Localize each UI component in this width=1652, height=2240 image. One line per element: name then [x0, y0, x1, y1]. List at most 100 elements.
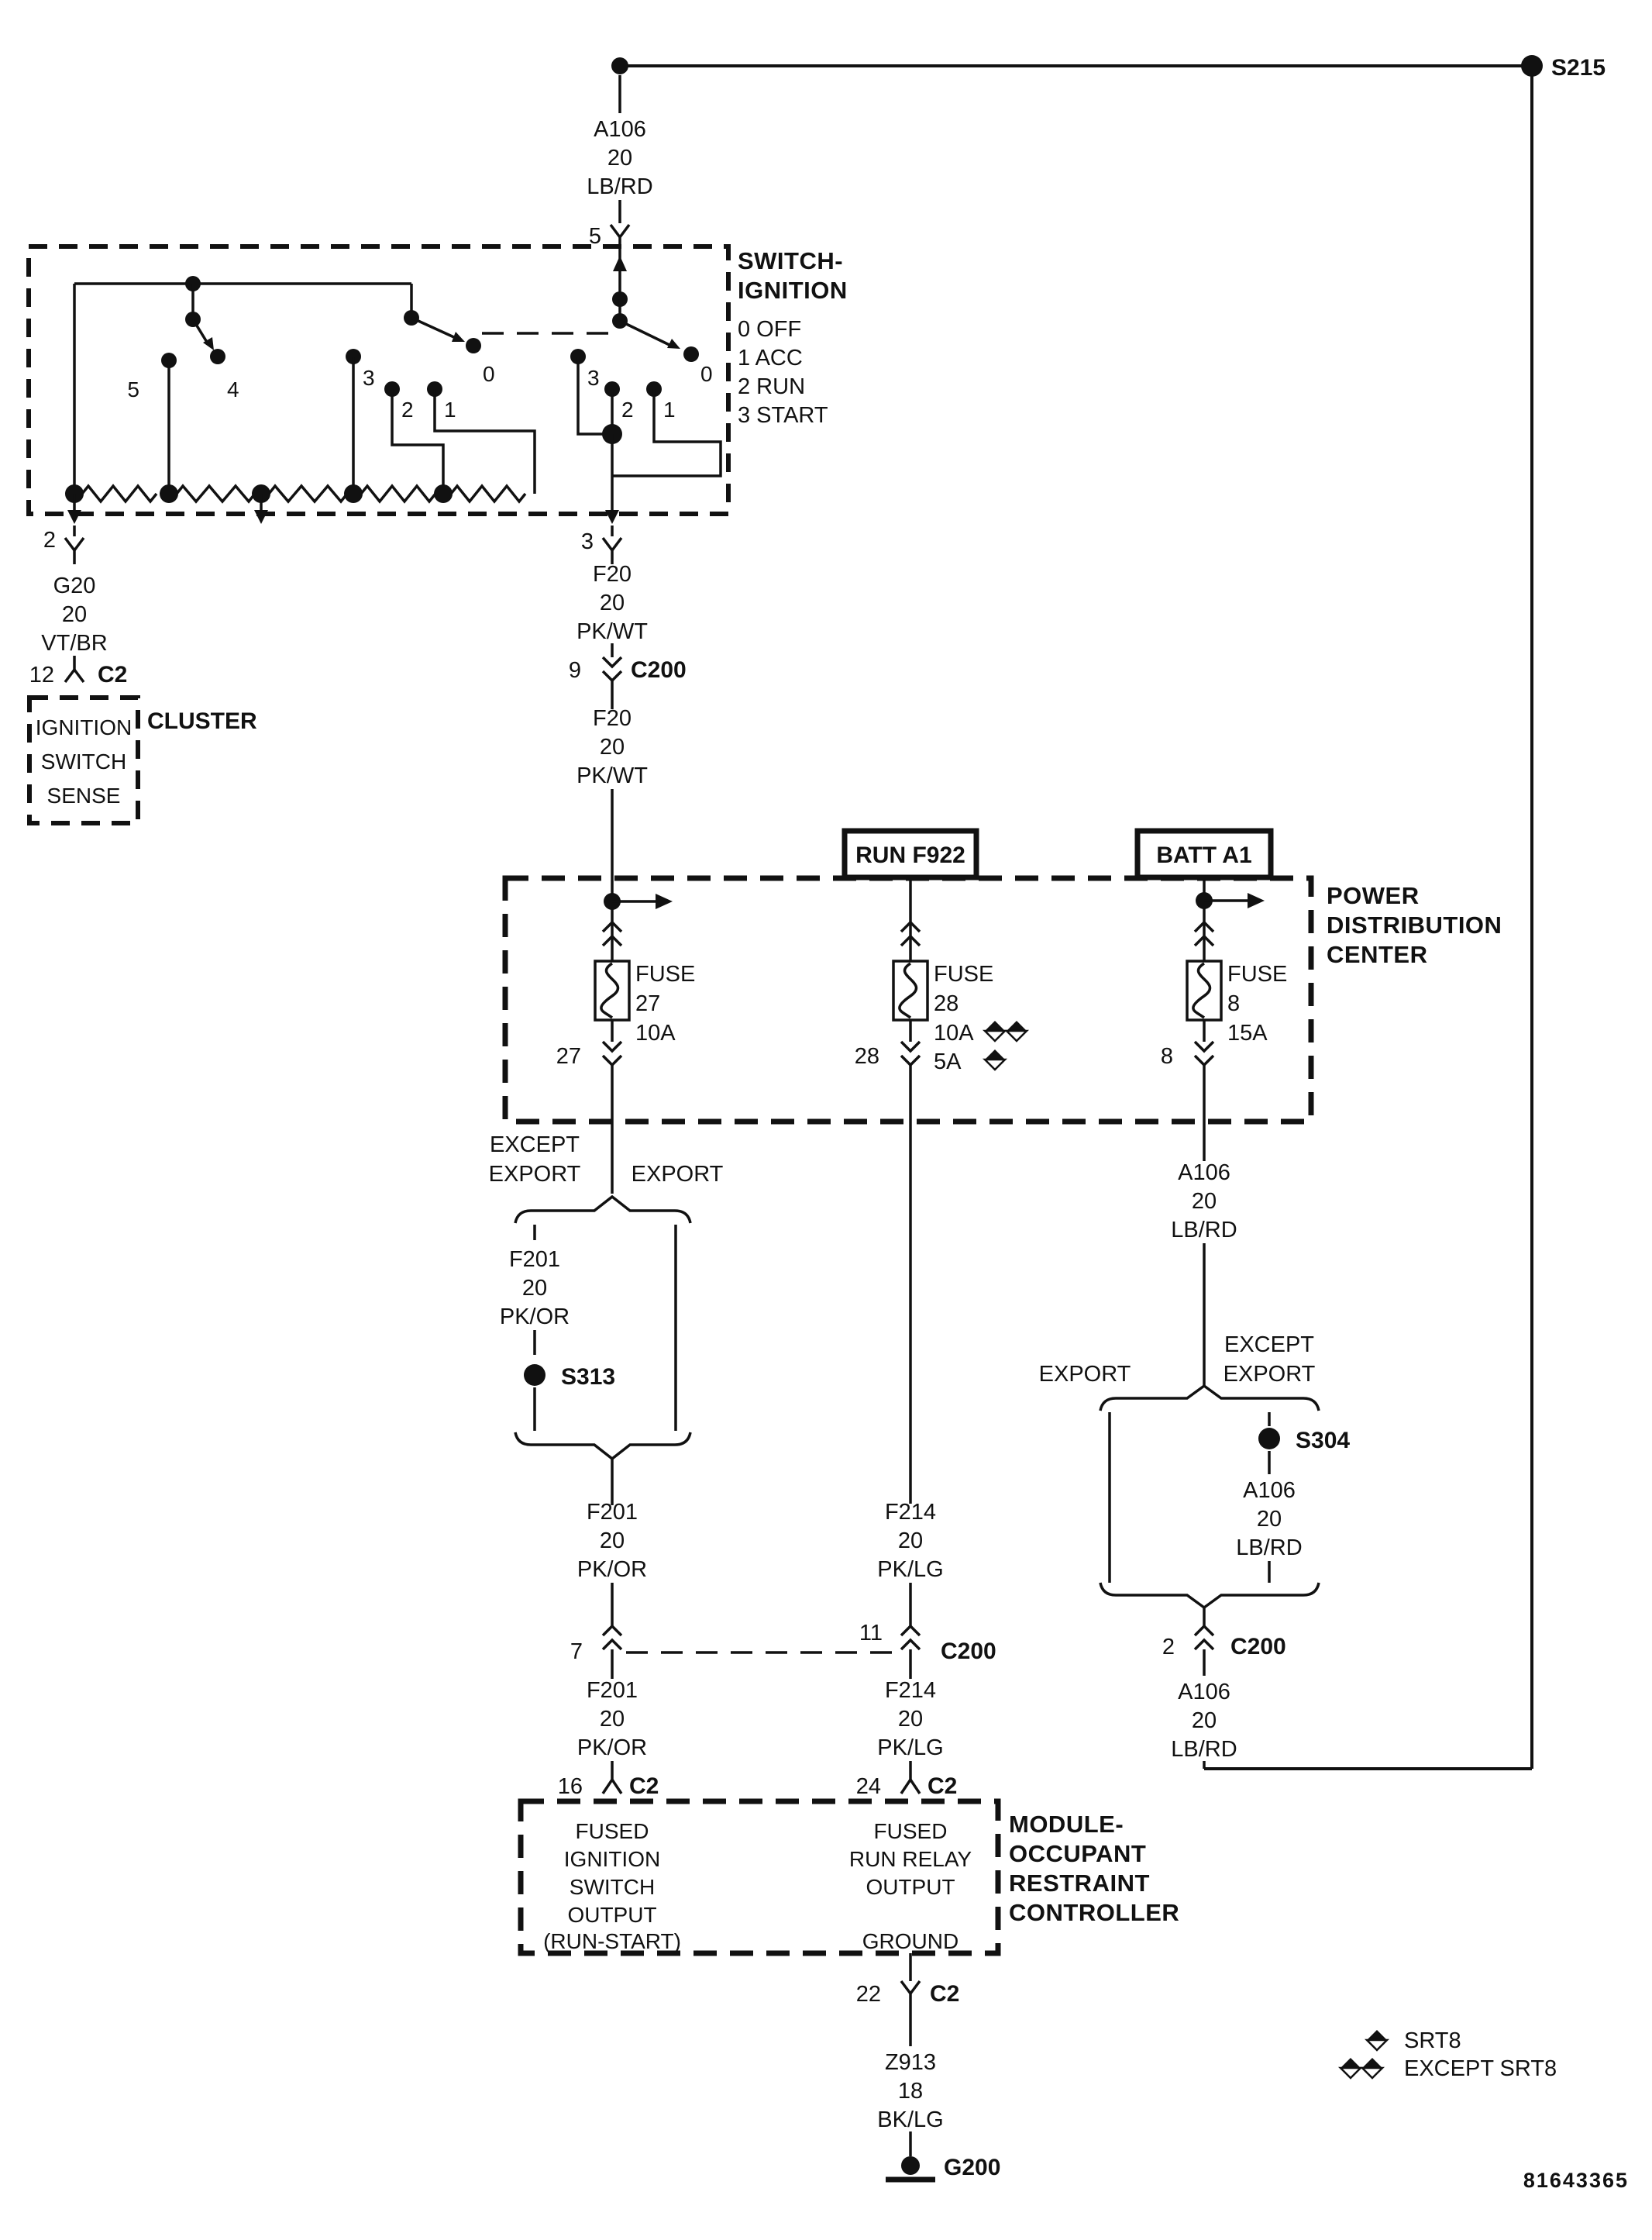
- fuse-8-rating: 15A: [1227, 1021, 1268, 1046]
- wire-circuit: F201: [509, 1247, 560, 1272]
- connector-inline-icon: [900, 920, 921, 933]
- pin-7-label: 7: [570, 1639, 583, 1664]
- except-srt8-marker-icon: [983, 1019, 1007, 1042]
- pin-5-label: 5: [589, 224, 601, 249]
- cluster-label: CLUSTER: [147, 708, 257, 734]
- terminal-2r: 2: [621, 398, 634, 422]
- connector-c200-label: C200: [941, 1639, 996, 1664]
- wire-z913: [886, 1953, 935, 2183]
- ground-g200-label: G200: [944, 2155, 1000, 2180]
- resistor-icon: [267, 484, 349, 504]
- wire-gauge: 20: [522, 1276, 547, 1301]
- legend: [1339, 2028, 1389, 2080]
- connector-c2-label: C2: [98, 662, 127, 688]
- wire-circuit: A106: [1243, 1478, 1296, 1503]
- switch-title-2: IGNITION: [738, 277, 848, 304]
- branch-split-left: [514, 1194, 692, 1505]
- module-name-1: MODULE-: [1009, 1811, 1124, 1838]
- connector-inline-icon: [1193, 934, 1215, 947]
- variant-except-export-1: EXCEPT: [1224, 1332, 1314, 1357]
- switch-title-1: SWITCH-: [738, 247, 843, 274]
- fuse-8-number: 8: [1227, 991, 1240, 1016]
- wire-circuit: F20: [593, 562, 632, 587]
- connector-c2-label: C2: [930, 1981, 959, 2007]
- wire-gauge: 20: [600, 1528, 625, 1553]
- pin-2-label: 2: [43, 528, 56, 553]
- connector-inline-icon: [601, 656, 623, 669]
- fuse-27: [594, 893, 673, 1194]
- except-srt8-marker-icon: [1339, 2056, 1362, 2080]
- wire-gauge: 20: [1192, 1189, 1217, 1214]
- module-box: [518, 1798, 1001, 1956]
- split-brace-icon: [1099, 1384, 1320, 1411]
- module-name-3: RESTRAINT: [1009, 1870, 1150, 1897]
- wire-color: PK/LG: [877, 1735, 943, 1760]
- module-input-right-1: FUSED: [874, 1819, 948, 1843]
- wire-gauge: 20: [600, 591, 625, 615]
- wire-circuit: F214: [885, 1500, 936, 1525]
- module-name-4: CONTROLLER: [1009, 1899, 1179, 1926]
- connector-inline-icon: [1193, 1054, 1215, 1067]
- wire-color: LB/RD: [1171, 1737, 1237, 1762]
- terminal-3l: 3: [363, 366, 375, 390]
- wire-color: PK/OR: [577, 1557, 647, 1582]
- junction-dot-icon: [611, 57, 628, 74]
- arrow-down-icon: [605, 510, 619, 524]
- connector-inline-icon: [601, 1054, 623, 1067]
- arrow-down-icon: [67, 510, 81, 524]
- branch-split-right: [1099, 1243, 1320, 1769]
- arrow-icon: [667, 339, 680, 349]
- wire-circuit: G20: [53, 574, 96, 598]
- wire-color: BK/LG: [877, 2107, 943, 2132]
- fuse-8-label: FUSE: [1227, 962, 1287, 987]
- wire-gauge: 20: [1257, 1507, 1282, 1532]
- connector-inline-icon: [601, 1040, 623, 1053]
- connector-c2-label: C2: [629, 1773, 659, 1799]
- pin-2-label: 2: [1162, 1635, 1175, 1659]
- wire-gauge: 20: [898, 1707, 923, 1732]
- fuse-28-pin: 28: [855, 1044, 879, 1069]
- pin-3-label: 3: [581, 529, 594, 554]
- batt-a1-label: BATT A1: [1156, 843, 1251, 868]
- wire-g20: [64, 526, 85, 684]
- merge-brace-icon: [1099, 1582, 1320, 1610]
- pin-24-label: 24: [856, 1774, 881, 1799]
- arrow-icon: [203, 337, 214, 350]
- connector-inline-icon: [601, 920, 623, 933]
- wire-gauge: 20: [600, 1707, 625, 1732]
- variant-export: EXPORT: [1039, 1362, 1131, 1387]
- fuse-icon: [594, 960, 631, 1022]
- variant-except-export-1: EXCEPT: [490, 1132, 580, 1157]
- srt8-marker-icon: [983, 1048, 1007, 1071]
- fuse-icon: [1186, 960, 1223, 1022]
- fuse-27-label: FUSE: [635, 962, 695, 987]
- connector-inline-icon: [601, 1638, 623, 1651]
- connector-c2-label: C2: [928, 1773, 957, 1799]
- merge-brace-icon: [514, 1432, 692, 1461]
- wire-color: PK/WT: [576, 763, 648, 788]
- pdc-label-1: POWER: [1327, 882, 1420, 909]
- module-input-left-5: (RUN-START): [543, 1929, 681, 1953]
- wire-f20: [601, 526, 623, 961]
- connector-inline-icon: [900, 1638, 921, 1651]
- fuse-28-label: FUSE: [934, 962, 993, 987]
- module-input-left-3: SWITCH: [570, 1875, 655, 1899]
- fuse-28-rating-1: 10A: [934, 1021, 974, 1046]
- terminal-5: 5: [127, 377, 139, 401]
- resistor-icon: [360, 484, 437, 504]
- terminal-2l: 2: [401, 398, 414, 422]
- ground-icon: [901, 2156, 920, 2175]
- connector-half-y-icon: [900, 1776, 921, 1794]
- wire-circuit: F20: [593, 706, 632, 731]
- splice-s313-label: S313: [561, 1364, 615, 1390]
- top-bus-wire: [611, 55, 1543, 1770]
- arrow-down-icon: [254, 510, 268, 524]
- wire-circuit: F201: [587, 1500, 638, 1525]
- resistor-icon: [81, 484, 158, 504]
- cluster-box: [27, 695, 140, 825]
- legend-srt8-label: SRT8: [1404, 2028, 1461, 2053]
- srt8-marker-icon: [1365, 2028, 1389, 2052]
- connector-y-icon: [64, 536, 85, 553]
